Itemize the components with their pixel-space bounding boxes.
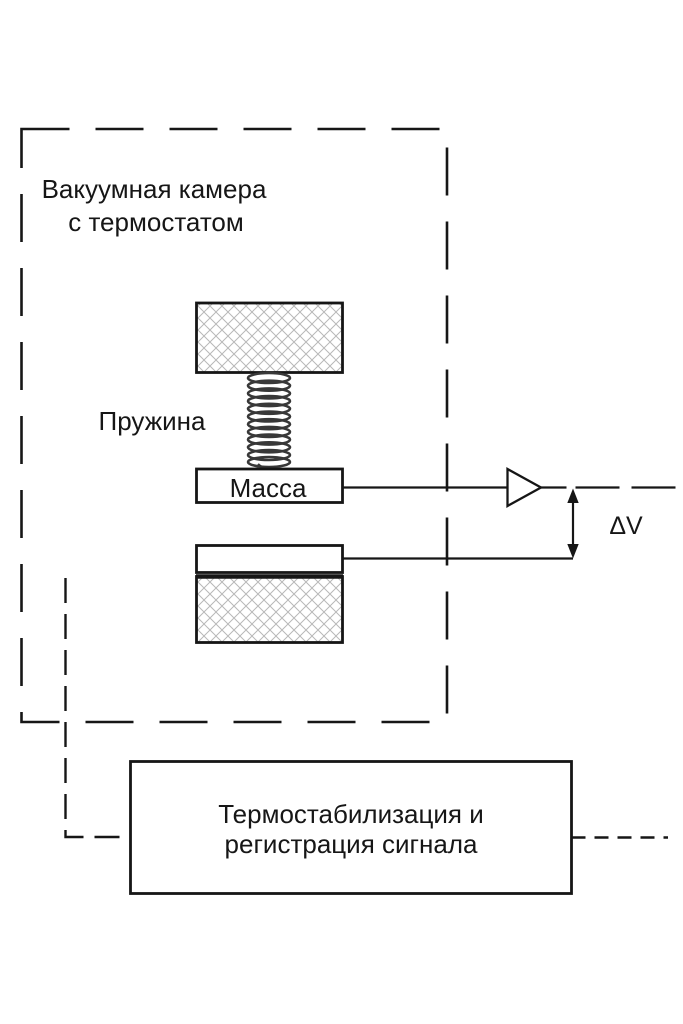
controller-label-line2: регистрация сигнала bbox=[225, 829, 478, 859]
delta-v-arrow-icon bbox=[567, 488, 579, 559]
mass-label: Масса bbox=[230, 473, 307, 503]
upper-support-block bbox=[195, 301, 344, 374]
lower-support-block bbox=[195, 575, 344, 644]
controller-box bbox=[129, 760, 573, 895]
amplifier-icon bbox=[506, 467, 544, 508]
spring-label: Пружина bbox=[99, 406, 206, 436]
delta-v-label: ΔV bbox=[609, 512, 643, 540]
mass-block bbox=[195, 467, 344, 504]
thermo-connector-line bbox=[64, 578, 130, 839]
lower-plate bbox=[195, 544, 344, 574]
spring-coil bbox=[246, 371, 292, 470]
chamber-label-line2: с термостатом bbox=[68, 207, 244, 237]
vacuum-chamber-outline bbox=[20, 127, 449, 724]
controller-label-line1: Термостабилизация и bbox=[218, 799, 483, 829]
chamber-label-line1: Вакуумная камера bbox=[42, 174, 267, 204]
